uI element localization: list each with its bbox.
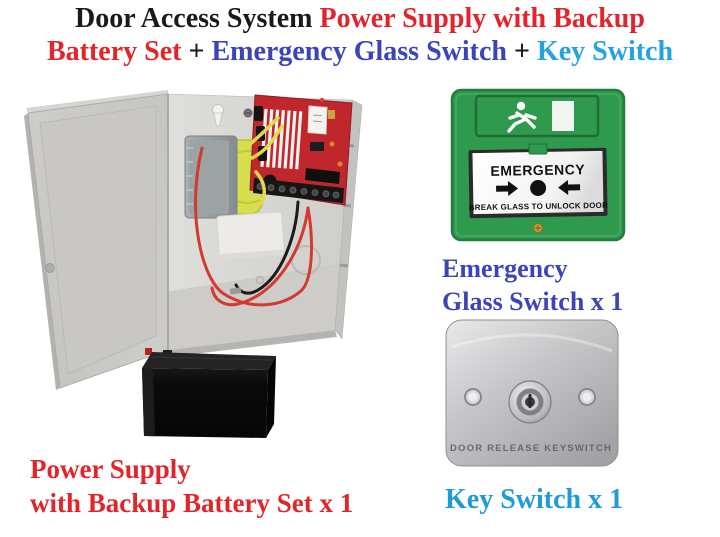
- plate-label: DOOR RELEASE KEYSWITCH: [450, 443, 612, 454]
- backup-battery-photo: [142, 348, 276, 438]
- title-segment: Power Supply with Backup: [319, 3, 645, 34]
- mount-screw: [243, 108, 253, 118]
- yellow-wire: [254, 170, 266, 210]
- door-top-edge: [26, 90, 168, 113]
- enclosure-door: [24, 90, 169, 390]
- glass-tab: [528, 143, 548, 155]
- red-wire: [194, 146, 314, 307]
- caption-line: Key Switch x 1: [445, 484, 624, 515]
- black-wire: [234, 200, 300, 295]
- trim-pot: [329, 141, 335, 147]
- switch-bevel: [455, 93, 621, 237]
- yellow-wire: [246, 116, 280, 148]
- caption-line: Power Supply: [30, 454, 191, 484]
- exit-sign-panel: [474, 94, 600, 138]
- yellow-wire: [250, 124, 284, 160]
- trim-pot: [337, 161, 343, 167]
- door-left-edge: [24, 113, 60, 390]
- key-switch-caption: Key Switch x 1: [445, 484, 623, 516]
- core-laminations: [186, 147, 193, 205]
- title-segment: Key Switch: [536, 36, 674, 67]
- arrow-right-icon: [496, 181, 519, 197]
- page-title: Door Access System Power Supply with Bac…: [0, 2, 720, 68]
- floor-dimple: [255, 275, 265, 285]
- title-segment: Emergency Glass Switch: [211, 36, 507, 67]
- door-recess-panel: [39, 105, 157, 375]
- power-supply-photo: [24, 90, 363, 390]
- break-dot-icon: [530, 179, 547, 196]
- exit-door-icon: [552, 101, 574, 131]
- door-latch-hole: [45, 263, 55, 273]
- switch-screw: [533, 223, 543, 233]
- title-line-2: Battery Set + Emergency Glass Switch + K…: [0, 35, 720, 68]
- key-cylinder: [508, 380, 552, 424]
- title-segment: +: [506, 36, 537, 67]
- battery-side: [266, 356, 276, 438]
- title-line-1: Door Access System Power Supply with Bac…: [0, 2, 720, 35]
- screw-hole-left: [464, 388, 482, 406]
- box-floor: [168, 264, 344, 350]
- break-glass-label: BREAK GLASS TO UNLOCK DOOR: [469, 201, 608, 212]
- relay: [307, 105, 328, 135]
- battery-terminal-positive: [145, 348, 152, 355]
- junction-box: [216, 211, 285, 261]
- emergency-switch-photo: EMERGENCY BREAK GLASS TO UNLOCK DOOR: [450, 88, 626, 242]
- emergency-label: EMERGENCY: [490, 161, 585, 179]
- key-switch-photo: DOOR RELEASE KEYSWITCH: [445, 319, 619, 467]
- battery-seam: [150, 356, 273, 361]
- terminal-block: [253, 178, 344, 203]
- wires: [194, 116, 314, 307]
- mounting-keyhole: [212, 104, 224, 127]
- wire-clamp: [229, 287, 242, 295]
- arrow-left-icon: [558, 179, 581, 195]
- battery-front: [142, 368, 268, 438]
- screw-hole-right: [578, 388, 596, 406]
- led-indicator: [319, 97, 325, 103]
- relay-black: [305, 168, 340, 184]
- fuse-block: [328, 110, 335, 119]
- title-segment: +: [188, 36, 212, 67]
- red-wire: [210, 206, 310, 307]
- caption-line: Glass Switch x 1: [442, 287, 624, 316]
- battery-top: [142, 352, 276, 370]
- battery-front-highlight: [142, 368, 155, 437]
- title-segment: Battery Set: [46, 36, 189, 67]
- title-segment: Door Access System: [75, 3, 320, 34]
- emergency-switch-caption: Emergency Glass Switch x 1: [442, 252, 623, 318]
- box-front-lip: [168, 330, 337, 357]
- running-man-icon: [507, 101, 537, 133]
- caption-line: with Backup Battery Set x 1: [30, 488, 354, 518]
- keyway: [528, 394, 532, 408]
- box-side-wall: [334, 99, 363, 340]
- glass-panel: EMERGENCY BREAK GLASS TO UNLOCK DOOR: [468, 147, 608, 219]
- caption-line: Emergency: [442, 254, 568, 283]
- ic-chip: [310, 142, 324, 151]
- power-supply-caption: Power Supply with Backup Battery Set x 1: [30, 452, 353, 520]
- plate-sheen: [451, 333, 613, 353]
